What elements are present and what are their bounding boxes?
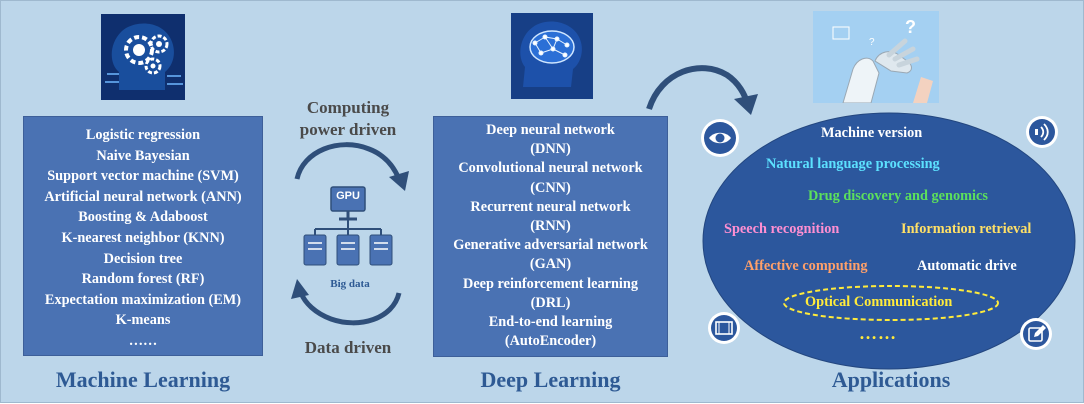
robot-hand-icon: ? ? [813,11,939,103]
app-automatic-drive: Automatic drive [917,258,1017,274]
dl-item: Recurrent neural network [470,198,631,215]
ml-item: K-nearest neighbor (KNN) [61,229,225,246]
ml-item: …… [128,332,158,349]
machine-learning-title: Machine Learning [55,367,231,392]
app-drug-discovery: Drug discovery and genomics [808,188,988,204]
dl-item: (RNN) [530,218,571,235]
dl-item: Deep neural network [486,122,615,138]
edit-icon [1019,317,1053,351]
ai-head-gears-icon [101,14,185,100]
bottom-curved-arrow [298,291,402,326]
dl-item: (GAN) [529,256,572,273]
app-nlp: Natural language processing [766,156,940,172]
ml-item: Expectation maximization (EM) [44,291,242,308]
top-curved-arrow [294,142,402,181]
big-data-label: Big data [330,278,370,290]
ml-item: Decision tree [103,250,183,267]
bottom-arrowhead [291,279,309,299]
ml-item: Naive Bayesian [96,147,190,164]
dl-item: (DRL) [530,294,571,311]
app-optical-communication: Optical Communication [805,294,953,310]
deep-learning-panel: Deep neural network (DNN) Convolutional … [433,116,668,357]
dl-item: Convolutional neural network [458,160,643,177]
brain-network-icon [511,13,593,99]
server-icon [303,234,393,266]
ml-item: Random forest (RF) [81,271,205,288]
app-affective-computing: Affective computing [744,258,868,274]
film-icon [707,311,741,345]
machine-learning-panel: Logistic regression Naive Bayesian Suppo… [23,116,263,356]
eye-icon [700,118,740,158]
ml-item: Logistic regression [85,127,201,143]
dl-item: Deep reinforcement learning [463,275,638,292]
app-information-retrieval: Information retrieval [901,221,1032,237]
svg-text:?: ? [905,17,916,37]
dl-item: End-to-end learning [488,314,613,331]
dl-item: (DNN) [530,141,571,158]
computing-power-label: Computing power driven [299,98,397,139]
deep-learning-title: Deep Learning [480,367,621,392]
sound-waves-icon [1025,115,1059,149]
app-more-dots: …… [859,323,897,343]
applications-title: Applications [831,367,951,392]
dl-item: (CNN) [530,179,571,196]
data-driven-label: Data driven [304,338,392,357]
dl-item: Generative adversarial network [453,237,648,254]
svg-text:?: ? [869,37,875,48]
ml-item: Boosting & Adaboost [78,209,208,226]
ml-item: Artificial neural network (ANN) [44,188,242,205]
app-speech-recognition: Speech recognition [724,221,840,237]
dl-item: (AutoEncoder) [504,333,597,350]
app-machine-version: Machine version [821,125,923,141]
gpu-label: GPU [336,190,360,202]
ml-item: Support vector machine (SVM) [47,168,239,185]
gpu-computer-icon: GPU [297,185,401,277]
ml-item: K-means [115,312,171,329]
